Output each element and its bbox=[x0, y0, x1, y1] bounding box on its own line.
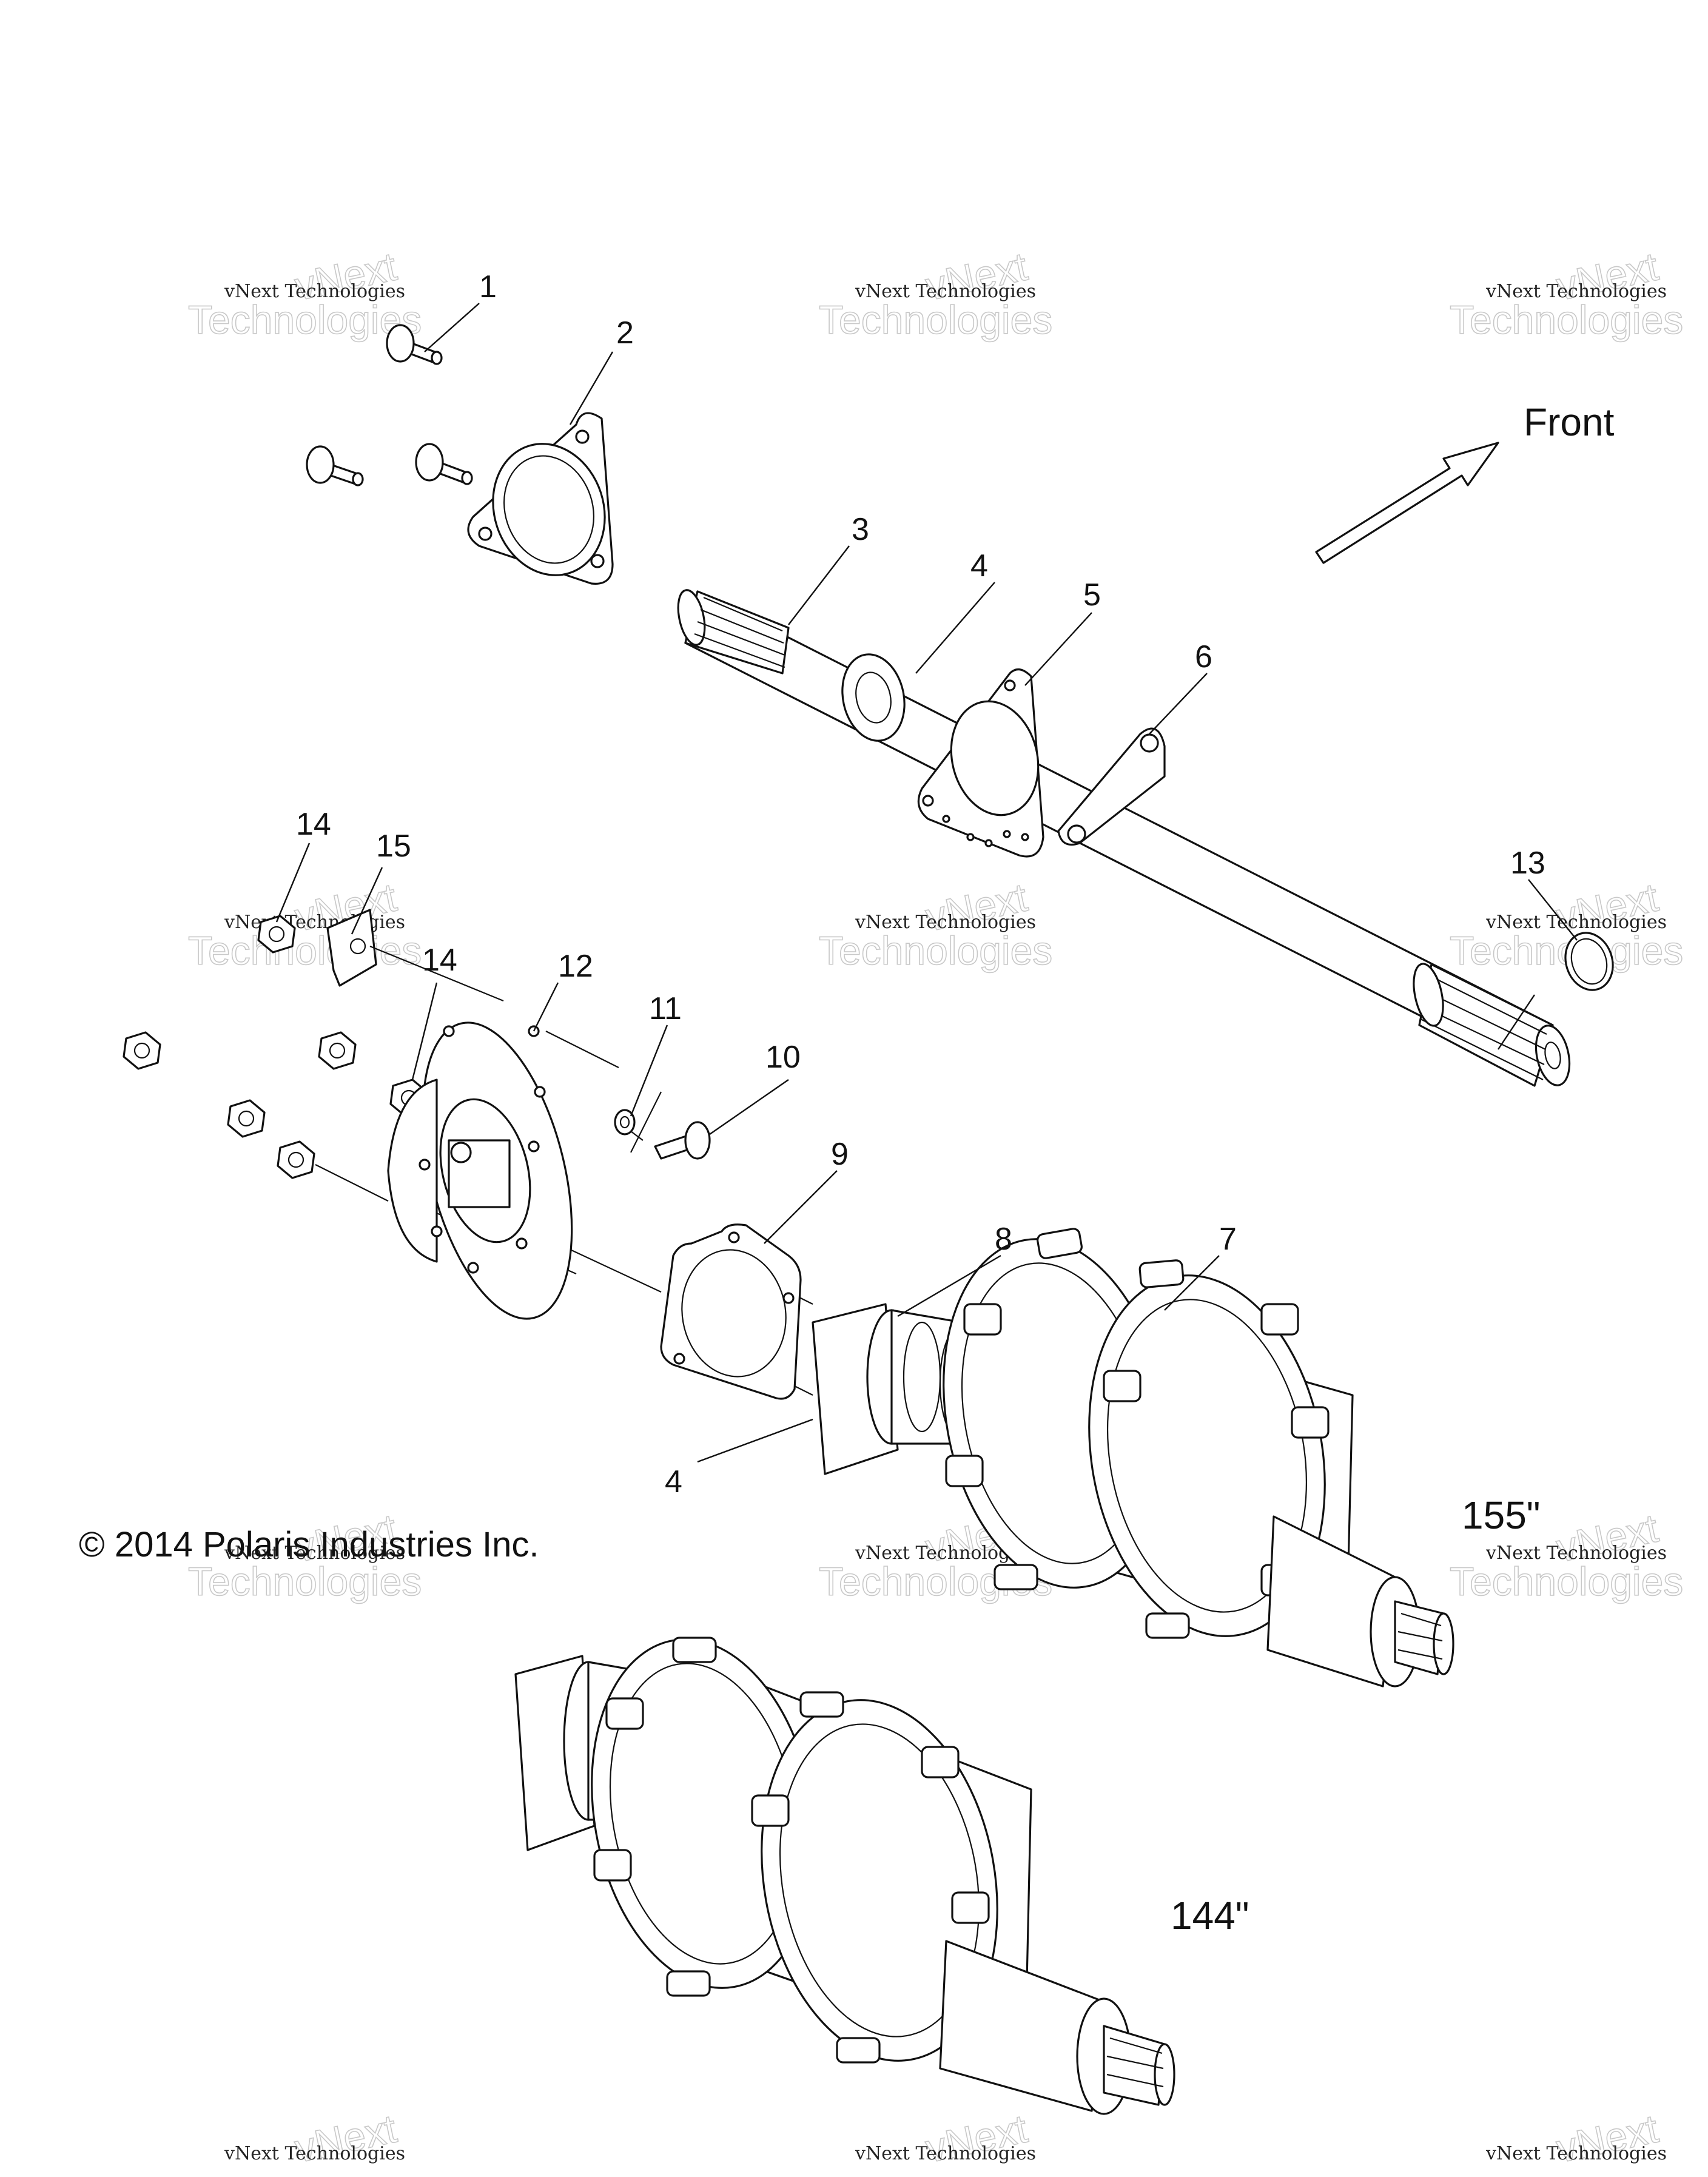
watermark: vNext Technologies vNext Technologies bbox=[187, 243, 422, 343]
front-label: Front bbox=[1524, 400, 1615, 444]
nut bbox=[123, 1031, 161, 1070]
rivet-set bbox=[306, 324, 473, 486]
variant-label-155: 155" bbox=[1462, 1493, 1541, 1537]
watermark: vNext vNext Technologies bbox=[855, 2105, 1036, 2172]
rivet bbox=[306, 445, 364, 486]
callout-4: 4 bbox=[970, 548, 988, 584]
callout-3: 3 bbox=[852, 512, 869, 547]
watermark: vNext Technologies vNext Technologies bbox=[187, 1505, 422, 1604]
nut bbox=[277, 1140, 315, 1179]
shaft-flange bbox=[917, 668, 1044, 858]
copyright-notice: © 2014 Polaris Industries Inc. bbox=[79, 1525, 539, 1564]
pin bbox=[654, 1121, 711, 1160]
watermark: vNext Technologies vNext Technologies bbox=[187, 874, 422, 974]
svg-text:vNext Technologies: vNext Technologies bbox=[855, 912, 1036, 933]
svg-text:vNext Technologies: vNext Technologies bbox=[855, 2143, 1036, 2164]
callout-6: 6 bbox=[1195, 639, 1212, 675]
clip bbox=[326, 909, 377, 987]
gasket bbox=[1057, 727, 1166, 846]
sprocket-teeth bbox=[593, 1637, 990, 2064]
svg-text:Technologies: Technologies bbox=[1450, 297, 1683, 342]
svg-text:vNext Technologies: vNext Technologies bbox=[224, 281, 405, 302]
watermark-group: vNext Technologies vNext Technologies vN… bbox=[187, 243, 1684, 2172]
callout-9: 9 bbox=[831, 1137, 849, 1172]
svg-text:vNext Technologies: vNext Technologies bbox=[1485, 281, 1667, 302]
svg-text:Technologies: Technologies bbox=[1450, 1559, 1683, 1604]
svg-text:vNext Technologies: vNext Technologies bbox=[224, 912, 405, 933]
hub bbox=[387, 1021, 573, 1320]
flange-holes bbox=[942, 815, 1029, 847]
callout-2: 2 bbox=[616, 315, 634, 351]
svg-text:vNext Technologies: vNext Technologies bbox=[1485, 1543, 1667, 1564]
leader-lines bbox=[275, 303, 1578, 1463]
callout-12: 12 bbox=[558, 949, 593, 984]
sprocket-teeth bbox=[945, 1228, 1330, 1639]
callout-5: 5 bbox=[1083, 577, 1101, 613]
bearing bbox=[841, 653, 906, 742]
callout-1: 1 bbox=[479, 269, 497, 305]
svg-text:Technologies: Technologies bbox=[819, 297, 1052, 342]
svg-text:vNext Technologies: vNext Technologies bbox=[1485, 912, 1667, 933]
callout-10: 10 bbox=[765, 1040, 801, 1075]
gasket-plate bbox=[660, 1223, 802, 1400]
watermark: vNext vNext Technologies bbox=[1485, 2105, 1667, 2172]
callout-4: 4 bbox=[665, 1464, 682, 1499]
svg-text:Technologies: Technologies bbox=[188, 928, 422, 973]
watermark: vNext vNext Technologies bbox=[224, 2105, 405, 2172]
svg-text:vNext Technologies: vNext Technologies bbox=[855, 281, 1036, 302]
nut bbox=[227, 1099, 266, 1138]
callout-8: 8 bbox=[995, 1222, 1012, 1257]
callouts: 1 2 3 4 5 6 7 8 9 10 11 12 13 14 14 15 4 bbox=[296, 269, 1545, 1499]
callout-14: 14 bbox=[296, 807, 331, 842]
rivet bbox=[415, 443, 473, 485]
variant-label-144: 144" bbox=[1171, 1894, 1249, 1937]
callout-15: 15 bbox=[376, 829, 411, 864]
nut bbox=[257, 915, 296, 954]
callout-13: 13 bbox=[1510, 846, 1545, 881]
drive-shaft bbox=[677, 589, 1571, 1087]
svg-text:vNext Technologies: vNext Technologies bbox=[224, 1543, 405, 1564]
retaining-ring bbox=[1564, 932, 1614, 991]
rivet bbox=[386, 324, 443, 365]
callout-11: 11 bbox=[649, 991, 682, 1026]
callout-14: 14 bbox=[422, 943, 457, 978]
front-arrow: Front bbox=[1315, 400, 1615, 564]
drive-sprocket-assembly-144 bbox=[514, 1637, 1175, 2115]
svg-text:Technologies: Technologies bbox=[819, 928, 1052, 973]
svg-text:vNext Technologies: vNext Technologies bbox=[1485, 2143, 1667, 2164]
bearing-flange bbox=[467, 412, 614, 585]
drive-sprocket-assembly-155 bbox=[943, 1228, 1454, 1687]
watermark: vNext Technologies vNext Technologies bbox=[1449, 243, 1684, 343]
svg-text:Technologies: Technologies bbox=[188, 297, 422, 342]
callout-7: 7 bbox=[1219, 1222, 1237, 1257]
watermark: vNext Technologies vNext Technologies bbox=[818, 874, 1053, 974]
washer bbox=[614, 1109, 636, 1136]
watermark: vNext Technologies vNext Technologies bbox=[818, 243, 1053, 343]
svg-text:vNext Technologies: vNext Technologies bbox=[224, 2143, 405, 2164]
svg-text:Technologies: Technologies bbox=[188, 1559, 422, 1604]
nut bbox=[318, 1031, 357, 1070]
